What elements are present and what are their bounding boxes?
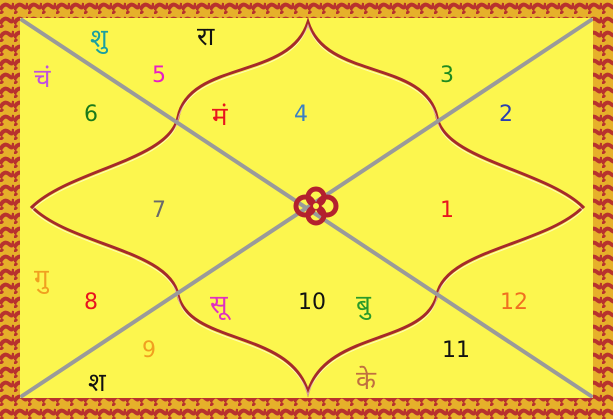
house-1-number: 1	[440, 200, 454, 222]
planet-ketu: के	[356, 368, 376, 394]
house-11-number: 11	[442, 340, 470, 362]
house-5-number: 5	[152, 65, 166, 87]
planet-guru: गु	[34, 266, 49, 292]
house-4-number: 4	[294, 104, 308, 126]
house-7-number: 7	[152, 200, 166, 222]
house-2-number: 2	[499, 104, 513, 126]
house-8-number: 8	[84, 292, 98, 314]
planet-rahu: रा	[197, 24, 214, 50]
house-9-number: 9	[142, 340, 156, 362]
house-10-number: 10	[298, 292, 326, 314]
planet-surya: सू	[210, 292, 228, 318]
planet-chandra: चं	[34, 66, 51, 92]
planet-mangal: मं	[212, 104, 228, 130]
planet-shukra: शु	[90, 26, 108, 52]
house-6-number: 6	[84, 104, 98, 126]
house-12-number: 12	[500, 292, 528, 314]
planet-budh: बु	[356, 292, 371, 318]
planet-shani: श	[88, 370, 106, 396]
house-3-number: 3	[440, 65, 454, 87]
